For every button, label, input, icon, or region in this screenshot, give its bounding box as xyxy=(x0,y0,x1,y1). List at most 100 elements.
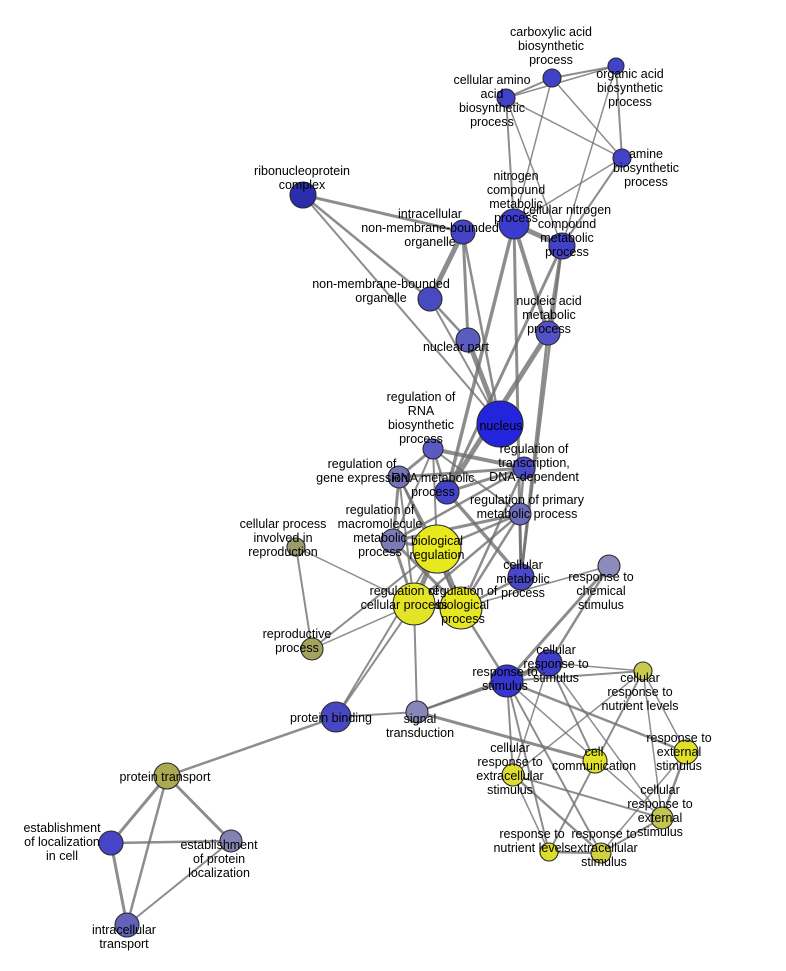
edge-response-to-extracellular-stimulus--response-to-external-stimulus xyxy=(600,751,687,854)
edge-reproductive-process--biological-regulation xyxy=(311,548,438,650)
edge-biological-regulation--protein-binding xyxy=(335,548,438,718)
node-response-to-chemical-stimulus[interactable]: response to chemical stimulus xyxy=(597,554,621,578)
node-amine-biosynthetic-process[interactable]: amine biosynthetic process xyxy=(612,148,632,168)
edge-cellular-amino-acid-biosynthetic-process--nitrogen-compound-metabolic-process xyxy=(505,97,515,225)
node-protein-binding[interactable]: protein binding xyxy=(320,701,352,733)
node-cellular-response-to-extracellular-stimulus[interactable]: cellular response to extracellular stimu… xyxy=(501,763,525,787)
edge-regulation-of-primary-metabolic-process--regulation-of-cellular-process xyxy=(412,512,522,606)
edge-protein-transport--establishment-of-localization-in-cell xyxy=(109,774,169,845)
edge-response-to-stimulus--response-to-nutrient-levels xyxy=(506,680,550,853)
edge-regulation-of-transcription-dna-dependent--rna-metabolic-process xyxy=(445,466,526,494)
edge-non-membrane-bounded-organelle--nucleus xyxy=(429,298,501,425)
node-establishment-of-protein-localization[interactable]: establishment of protein localization xyxy=(219,829,243,853)
edge-carboxylic-acid-biosynthetic-process--organic-acid-biosynthetic-process xyxy=(551,65,617,79)
edge-protein-transport--intracellular-transport xyxy=(125,774,169,927)
edge-response-to-chemical-stimulus--response-to-stimulus xyxy=(505,564,611,683)
node-nitrogen-compound-metabolic-process[interactable]: nitrogen compound metabolic process xyxy=(498,208,530,240)
node-intracellular-transport[interactable]: intracellular transport xyxy=(114,912,140,938)
node-signal-transduction[interactable]: signal transduction xyxy=(405,700,429,724)
edge-nucleic-acid-metabolic-process--cellular-metabolic-process xyxy=(519,331,550,579)
edge-rna-metabolic-process--cellular-metabolic-process xyxy=(445,490,523,579)
node-response-to-external-stimulus[interactable]: response to external stimulus xyxy=(673,739,699,765)
edge-carboxylic-acid-biosynthetic-process--amine-biosynthetic-process xyxy=(551,77,623,159)
node-biological-regulation[interactable]: biological regulation xyxy=(412,524,462,574)
node-cellular-response-to-external-stimulus[interactable]: cellular response to external stimulus xyxy=(650,806,674,830)
node-carboxylic-acid-biosynthetic-process[interactable]: carboxylic acid biosynthetic process xyxy=(542,68,562,88)
node-cellular-amino-acid-biosynthetic-process[interactable]: cellular amino acid biosynthetic process xyxy=(496,88,516,108)
edge-regulation-of-cellular-process--protein-binding xyxy=(335,603,415,718)
node-protein-transport[interactable]: protein transport xyxy=(153,762,181,790)
node-establishment-of-localization-in-cell[interactable]: establishment of localization in cell xyxy=(98,830,124,856)
node-cellular-process-involved-in-reproduction[interactable]: cellular process involved in reproductio… xyxy=(286,537,306,557)
node-nucleus[interactable]: nucleus xyxy=(476,400,524,448)
edge-ribonucleoprotein-complex--non-membrane-bounded-organelle xyxy=(301,193,432,301)
edge-amine-biosynthetic-process--cellular-nitrogen-compound-metabolic-process xyxy=(561,157,623,247)
node-non-membrane-bounded-organelle[interactable]: non-membrane-bounded organelle xyxy=(417,286,443,312)
edge-intracellular-non-membrane-bounded-organelle--nucleus xyxy=(461,230,502,426)
node-cellular-nitrogen-compound-metabolic-process[interactable]: cellular nitrogen compound metabolic pro… xyxy=(548,232,576,260)
edge-nitrogen-compound-metabolic-process--rna-metabolic-process xyxy=(445,222,516,494)
node-regulation-of-transcription-dna-dependent[interactable]: regulation of transcription, DNA-depende… xyxy=(512,456,536,480)
edge-response-to-stimulus--response-to-extracellular-stimulus xyxy=(506,680,602,854)
edge-cellular-response-to-nutrient-levels--cellular-response-to-external-stimulus xyxy=(642,670,663,819)
node-cellular-response-to-nutrient-levels[interactable]: cellular response to nutrient levels xyxy=(633,661,653,681)
node-nuclear-part[interactable]: nuclear part xyxy=(455,327,481,353)
edge-ribonucleoprotein-complex--nucleus xyxy=(302,194,501,425)
node-intracellular-non-membrane-bounded-organelle[interactable]: intracellular non-membrane-bounded organ… xyxy=(450,219,476,245)
edges-layer xyxy=(109,65,688,927)
node-nucleic-acid-metabolic-process[interactable]: nucleic acid metabolic process xyxy=(535,320,561,346)
node-regulation-of-primary-metabolic-process[interactable]: regulation of primary metabolic process xyxy=(508,502,532,526)
node-regulation-of-gene-expression[interactable]: regulation of gene expression xyxy=(387,465,411,489)
node-response-to-nutrient-levels[interactable]: response to nutrient levels xyxy=(539,842,559,862)
node-reproductive-process[interactable]: reproductive process xyxy=(300,637,324,661)
node-cell-communication[interactable]: cell communication xyxy=(582,748,608,774)
node-regulation-of-biological-process[interactable]: regulation of biological process xyxy=(439,586,483,630)
edge-carboxylic-acid-biosynthetic-process--nitrogen-compound-metabolic-process xyxy=(513,77,553,225)
edge-response-to-stimulus--cellular-response-to-nutrient-levels xyxy=(506,670,644,682)
edge-cellular-nitrogen-compound-metabolic-process--rna-metabolic-process xyxy=(445,244,564,494)
node-response-to-stimulus[interactable]: response to stimulus xyxy=(490,664,524,698)
node-regulation-of-rna-biosynthetic-process[interactable]: regulation of RNA biosynthetic process xyxy=(422,438,444,460)
edge-organic-acid-biosynthetic-process--cellular-amino-acid-biosynthetic-process xyxy=(505,65,617,99)
edge-establishment-of-protein-localization--intracellular-transport xyxy=(126,840,232,926)
node-cellular-metabolic-process[interactable]: cellular metabolic process xyxy=(507,563,535,591)
edge-response-to-stimulus--response-to-external-stimulus xyxy=(505,679,688,754)
edge-cellular-response-to-stimulus--cell-communication xyxy=(548,662,596,762)
edge-reproductive-process--cellular-process-involved-in-reproduction xyxy=(295,546,313,650)
node-ribonucleoprotein-complex[interactable]: ribonucleoprotein complex xyxy=(289,181,317,209)
edge-cellular-response-to-stimulus--signal-transduction xyxy=(416,662,550,713)
edge-cellular-response-to-stimulus--cellular-response-to-extracellular-stimulus xyxy=(512,662,550,776)
node-cellular-response-to-stimulus[interactable]: cellular response to stimulus xyxy=(535,649,563,677)
edge-response-to-chemical-stimulus--cellular-response-to-stimulus xyxy=(547,564,611,665)
edge-cellular-response-to-extracellular-stimulus--cellular-response-to-external-stimulus xyxy=(512,774,663,819)
edge-cellular-amino-acid-biosynthetic-process--amine-biosynthetic-process xyxy=(505,97,623,159)
edge-cellular-amino-acid-biosynthetic-process--cellular-nitrogen-compound-metabolic-process xyxy=(505,97,563,247)
edge-protein-binding--protein-transport xyxy=(165,715,338,778)
edge-cellular-response-to-stimulus--cellular-response-to-external-stimulus xyxy=(548,662,663,819)
edge-cell-communication--signal-transduction xyxy=(415,710,597,763)
edge-response-to-extracellular-stimulus--cellular-response-to-extracellular-stimulus xyxy=(511,773,603,855)
node-regulation-of-macromolecule-metabolic-process[interactable]: regulation of macromolecule metabolic pr… xyxy=(380,528,406,554)
edge-cellular-process-involved-in-reproduction--regulation-of-cellular-process xyxy=(295,546,415,605)
edge-cellular-response-to-nutrient-levels--response-to-external-stimulus xyxy=(642,670,687,753)
edge-cellular-response-to-nutrient-levels--cellular-response-to-extracellular-stimulus xyxy=(512,670,644,776)
nodes-layer: carboxylic acid biosynthetic process orga… xyxy=(98,57,699,938)
node-organic-acid-biosynthetic-process[interactable]: organic acid biosynthetic process xyxy=(607,57,625,75)
node-regulation-of-cellular-process[interactable]: regulation of cellular process xyxy=(392,582,436,626)
edge-protein-transport--establishment-of-protein-localization xyxy=(165,774,233,843)
edge-amine-biosynthetic-process--nitrogen-compound-metabolic-process xyxy=(513,157,623,225)
edge-intracellular-non-membrane-bounded-organelle--nuclear-part xyxy=(461,230,470,342)
edge-response-to-chemical-stimulus--regulation-of-biological-process xyxy=(460,565,610,609)
node-rna-metabolic-process[interactable]: RNA metabolic process xyxy=(434,479,460,505)
node-response-to-extracellular-stimulus[interactable]: response to extracellular stimulus xyxy=(590,842,612,864)
edge-cellular-response-to-stimulus--cellular-response-to-nutrient-levels xyxy=(548,662,644,672)
